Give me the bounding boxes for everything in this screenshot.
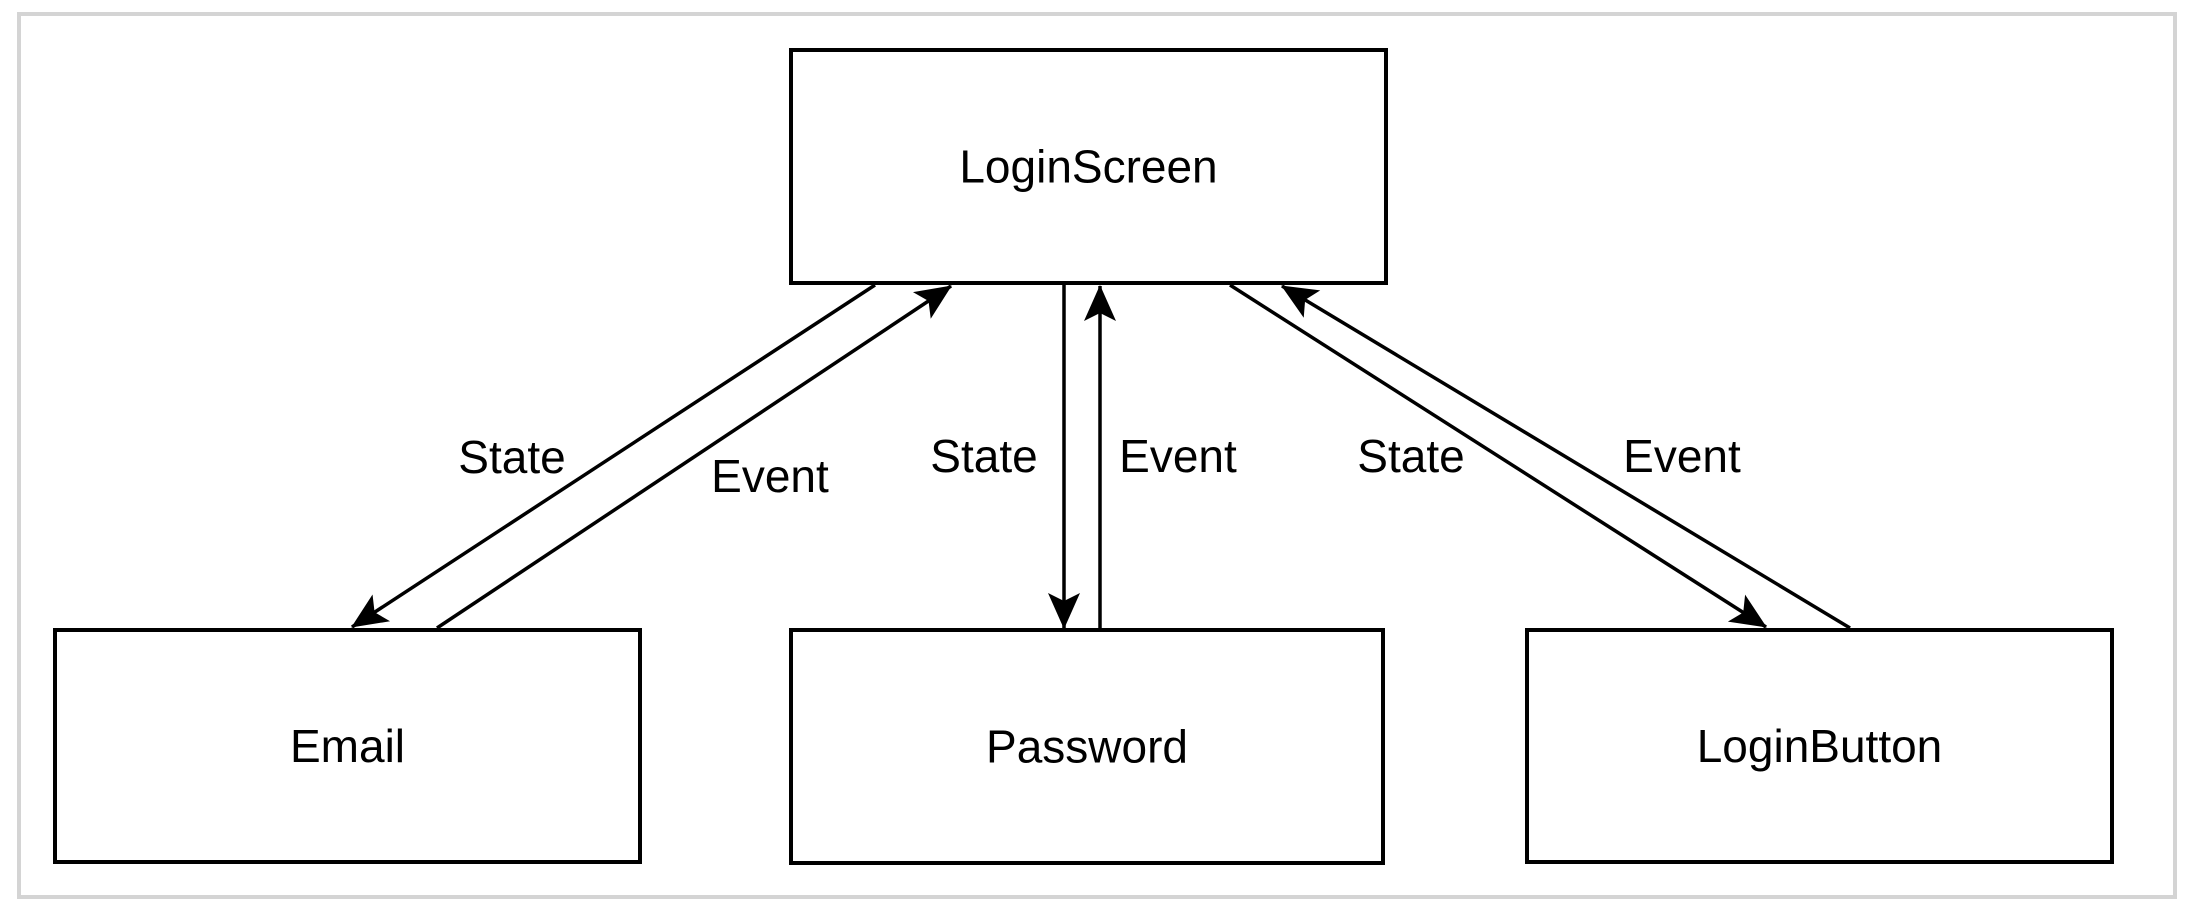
edge-label-password-event: Event	[1119, 430, 1237, 482]
node-box-login-screen	[789, 48, 1388, 285]
node-box-login-button	[1525, 628, 2114, 864]
node-password: Password	[789, 628, 1385, 865]
edge-label-loginbutton-state: State	[1357, 430, 1464, 482]
edge-label-loginbutton-event: Event	[1623, 430, 1741, 482]
edge-labels-layer: State Event State Event State Event	[458, 430, 1741, 502]
node-login-screen: LoginScreen	[789, 48, 1388, 285]
edge-email-event	[436, 284, 952, 630]
node-box-password	[789, 628, 1385, 865]
edge-email-state	[351, 283, 876, 629]
node-label-password: Password	[986, 721, 1188, 773]
edges-layer	[351, 283, 1851, 630]
node-email: Email	[53, 628, 642, 864]
edge-label-email-event: Event	[711, 450, 829, 502]
node-label-email: Email	[290, 720, 405, 772]
node-label-login-button: LoginButton	[1697, 720, 1943, 772]
edge-loginbutton-state	[1229, 283, 1767, 629]
node-label-login-screen: LoginScreen	[959, 141, 1217, 193]
edge-loginbutton-event	[1281, 284, 1851, 630]
edge-label-email-state: State	[458, 431, 565, 483]
node-box-email	[53, 628, 642, 864]
node-login-button: LoginButton	[1525, 628, 2114, 864]
edge-label-password-state: State	[930, 430, 1037, 482]
